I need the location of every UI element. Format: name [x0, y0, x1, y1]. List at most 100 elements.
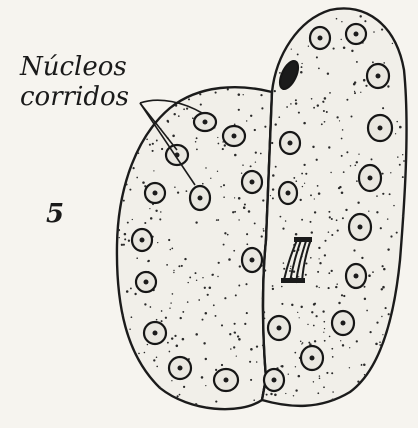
stipple-dot [326, 111, 328, 113]
stipple-dot [354, 92, 356, 94]
stipple-dot [156, 140, 158, 142]
stipple-dot [176, 345, 179, 348]
stipple-dot [358, 154, 359, 155]
stipple-dot [383, 268, 386, 271]
stipple-dot [346, 151, 348, 153]
stipple-dot [263, 228, 264, 229]
stipple-dot [200, 104, 202, 106]
stipple-dot [184, 258, 186, 260]
stipple-dot [234, 331, 236, 333]
stipple-dot [238, 285, 240, 287]
stipple-dot [340, 340, 341, 341]
stipple-dot [234, 197, 235, 198]
stipple-dot [195, 141, 197, 143]
stipple-dot [254, 222, 256, 224]
stipple-dot [376, 322, 378, 324]
stipple-dot [307, 324, 308, 325]
stipple-dot [382, 173, 384, 175]
stipple-dot [215, 369, 217, 371]
stipple-dot [381, 316, 382, 317]
stipple-dot [147, 344, 148, 345]
stipple-dot [222, 148, 224, 150]
stipple-dot [279, 72, 281, 74]
stipple-dot [301, 343, 302, 344]
stipple-dot [316, 56, 318, 58]
stipple-dot [130, 287, 132, 289]
stipple-dot [305, 274, 307, 276]
stipple-dot [295, 233, 298, 236]
stipple-dot [397, 156, 398, 157]
stipple-dot [359, 15, 361, 17]
stipple-dot [236, 355, 237, 356]
stipple-dot [341, 138, 343, 140]
stipple-dot [329, 216, 331, 218]
stipple-dot [235, 294, 237, 296]
stipple-dot [356, 161, 358, 163]
stipple-dot [295, 99, 297, 101]
stipple-dot [198, 299, 200, 301]
stipple-dot [322, 310, 324, 312]
stipple-dot [196, 280, 197, 281]
stipple-dot [282, 228, 284, 230]
stipple-dot [342, 217, 344, 219]
stipple-dot [149, 144, 151, 146]
stipple-dot [170, 302, 171, 303]
stipple-dot [341, 294, 343, 296]
stipple-dot [376, 195, 378, 197]
stipple-dot [324, 240, 326, 242]
stipple-dot [329, 336, 331, 338]
stipple-dot [357, 380, 359, 382]
stipple-dot [343, 171, 345, 173]
stipple-dot [238, 219, 239, 220]
stipple-dot [186, 190, 188, 192]
stipple-dot [161, 310, 163, 312]
stipple-dot [156, 357, 158, 359]
stipple-dot [316, 159, 318, 161]
stipple-dot [126, 290, 129, 293]
stipple-dot [328, 272, 330, 274]
stipple-dot [323, 332, 324, 333]
stipple-dot [271, 142, 273, 144]
stipple-dot [402, 215, 405, 218]
stipple-dot [224, 144, 226, 146]
stipple-dot [233, 250, 235, 252]
stipple-dot [234, 211, 236, 213]
stipple-dot [328, 287, 330, 289]
stipple-dot [390, 235, 392, 237]
stipple-dot [315, 315, 317, 317]
stipple-dot [387, 85, 389, 87]
stipple-dot [387, 248, 389, 250]
nucleus [349, 214, 371, 240]
stipple-dot [262, 199, 264, 201]
stipple-dot [233, 346, 235, 348]
stipple-dot [204, 287, 206, 289]
stipple-dot [314, 198, 315, 199]
stipple-dot [156, 366, 158, 368]
stipple-dot [205, 312, 208, 315]
stipple-dot [323, 386, 325, 388]
stipple-dot [395, 133, 396, 134]
stipple-dot [177, 395, 179, 397]
stipple-dot [195, 272, 197, 274]
stipple-dot [290, 266, 291, 267]
stipple-dot [152, 150, 154, 152]
stipple-dot [170, 249, 172, 251]
stipple-dot [250, 348, 253, 351]
stipple-dot [311, 98, 313, 100]
stipple-dot [175, 104, 177, 106]
stipple-dot [272, 174, 275, 177]
stipple-dot [379, 344, 381, 346]
stipple-dot [301, 219, 303, 221]
stipple-dot [144, 352, 146, 354]
nucleus [332, 311, 354, 335]
stipple-dot [149, 208, 150, 209]
stipple-dot [180, 317, 182, 319]
stipple-dot [202, 319, 204, 321]
stipple-dot [138, 353, 140, 355]
stipple-dot [364, 298, 366, 300]
stipple-dot [396, 232, 398, 234]
stipple-dot [172, 135, 175, 138]
stipple-dot [182, 311, 184, 313]
stipple-dot [350, 165, 351, 166]
stipple-dot [281, 303, 283, 305]
